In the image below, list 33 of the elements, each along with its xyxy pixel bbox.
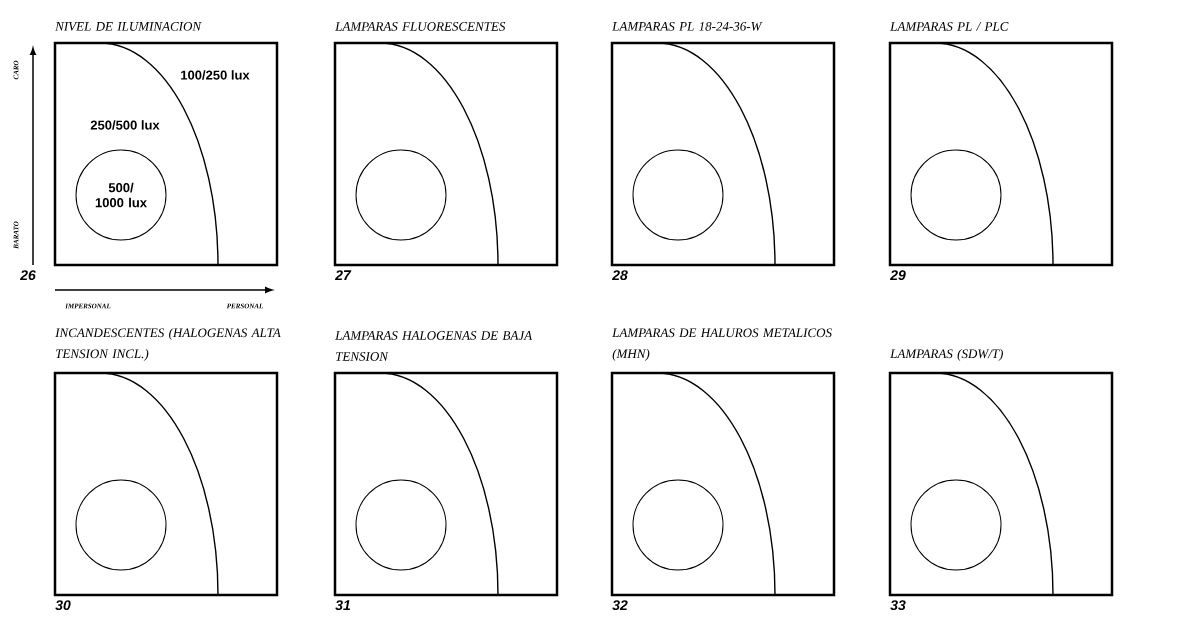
- panel-box: LAMPARAS PL 18-24-36-W 28: [610, 21, 836, 281]
- circle-region: [632, 149, 724, 241]
- node-label: LAMPARAS FLUORESCENTES: [335, 22, 506, 31]
- zone-label: 250/500 lux: [90, 120, 160, 130]
- panel-box: LAMPARAS (SDW/T) 33: [888, 349, 1114, 611]
- node-label: LAMPARAS (SDW/T): [890, 349, 1003, 361]
- node-label: 27: [334, 270, 352, 280]
- node-label: 29: [889, 270, 906, 281]
- zone-label: 100/250 lux: [181, 70, 250, 80]
- circle-region: [355, 479, 447, 571]
- node-label: LAMPARAS PL 18-24-36-W: [612, 21, 763, 31]
- node-label: LAMPARAS HALOGENAS DE BAJA TENSION: [335, 331, 533, 361]
- node-label: 32: [612, 600, 628, 611]
- node-label: 28: [611, 270, 628, 281]
- circle-region: [75, 479, 167, 571]
- circle-region: [910, 149, 1002, 241]
- panel-box: LAMPARAS PL / PLC 29: [888, 22, 1114, 281]
- node-label: 30: [55, 600, 71, 611]
- panel-box: LAMPARAS DE HALUROS METALICOS (MHN) 32: [610, 328, 836, 611]
- panel-box: LAMPARAS HALOGENAS DE BAJA TENSION 31: [333, 331, 559, 611]
- node-label: 31: [335, 600, 351, 611]
- panel-box: INCANDESCENTES (HALOGENAS ALTA TENSION INCL.) 30: [53, 328, 281, 611]
- node-label: 26: [19, 270, 36, 281]
- circle-region: [910, 479, 1002, 571]
- panel-box: LAMPARAS FLUORESCENTES 27: [333, 22, 559, 280]
- node-label: 33: [890, 600, 906, 611]
- circle-region: [632, 479, 724, 571]
- node-label: LAMPARAS DE HALUROS METALICOS (MHN): [612, 328, 832, 361]
- circle-region: [355, 149, 447, 241]
- node-label: LAMPARAS PL / PLC: [890, 22, 1009, 31]
- node-label: NIVEL DE ILUMINACION: [55, 22, 202, 31]
- node-label: INCANDESCENTES (HALOGENAS ALTA TENSION INCL.): [55, 328, 281, 361]
- circle-region: 500/ 1000 lux: [75, 149, 167, 241]
